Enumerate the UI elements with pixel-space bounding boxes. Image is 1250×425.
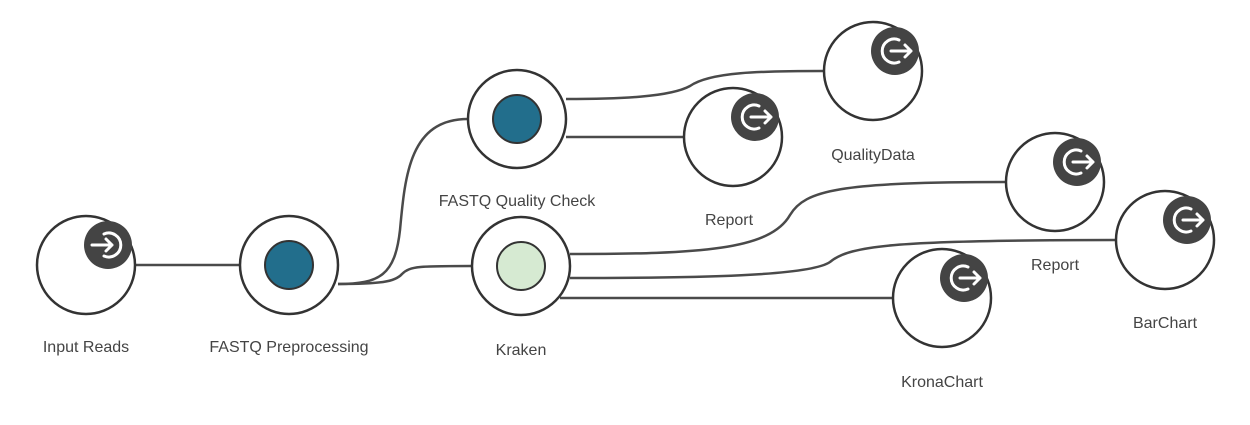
node-kraken-report[interactable]: Report bbox=[1004, 131, 1106, 274]
edge-kraken-to-bar-chart bbox=[569, 238, 1117, 280]
node-label: Input Reads bbox=[43, 339, 129, 356]
node-input-reads[interactable]: Input Reads bbox=[35, 214, 137, 356]
node-label: Report bbox=[1031, 257, 1080, 274]
node-label: KronaChart bbox=[901, 374, 983, 391]
node-kraken[interactable]: Kraken bbox=[470, 215, 572, 359]
node-label: QualityData bbox=[831, 147, 915, 164]
tool-status-dot bbox=[496, 241, 546, 291]
tool-status-dot bbox=[264, 240, 314, 290]
node-qc-report[interactable]: Report bbox=[682, 86, 784, 229]
output-icon bbox=[871, 27, 919, 75]
edge-fastq-preprocessing-to-kraken bbox=[337, 264, 473, 286]
output-icon bbox=[731, 93, 779, 141]
node-label: FASTQ Quality Check bbox=[439, 193, 596, 210]
nodes-layer: Input Reads FASTQ Preprocessing FASTQ Qual… bbox=[35, 20, 1216, 391]
edges-layer bbox=[135, 69, 1117, 300]
node-label: FASTQ Preprocessing bbox=[209, 339, 368, 356]
output-icon bbox=[1163, 196, 1211, 244]
node-krona-chart[interactable]: KronaChart bbox=[891, 247, 993, 391]
node-fastq-preprocessing[interactable]: FASTQ Preprocessing bbox=[209, 214, 369, 356]
edge-kraken-to-kraken-report bbox=[569, 180, 1007, 256]
tool-status-dot bbox=[492, 94, 542, 144]
output-icon bbox=[940, 254, 988, 302]
node-label: BarChart bbox=[1133, 315, 1198, 332]
node-label: Report bbox=[705, 212, 754, 229]
input-icon bbox=[84, 221, 132, 269]
node-bar-chart[interactable]: BarChart bbox=[1114, 189, 1216, 332]
node-quality-data[interactable]: QualityData bbox=[822, 20, 924, 164]
output-icon bbox=[1053, 138, 1101, 186]
node-label: Kraken bbox=[496, 342, 547, 359]
node-fastq-quality-check[interactable]: FASTQ Quality Check bbox=[439, 68, 596, 210]
edge-fastq-quality-check-to-quality-data bbox=[565, 69, 825, 101]
edge-fastq-preprocessing-to-fastq-quality-check bbox=[337, 117, 469, 286]
